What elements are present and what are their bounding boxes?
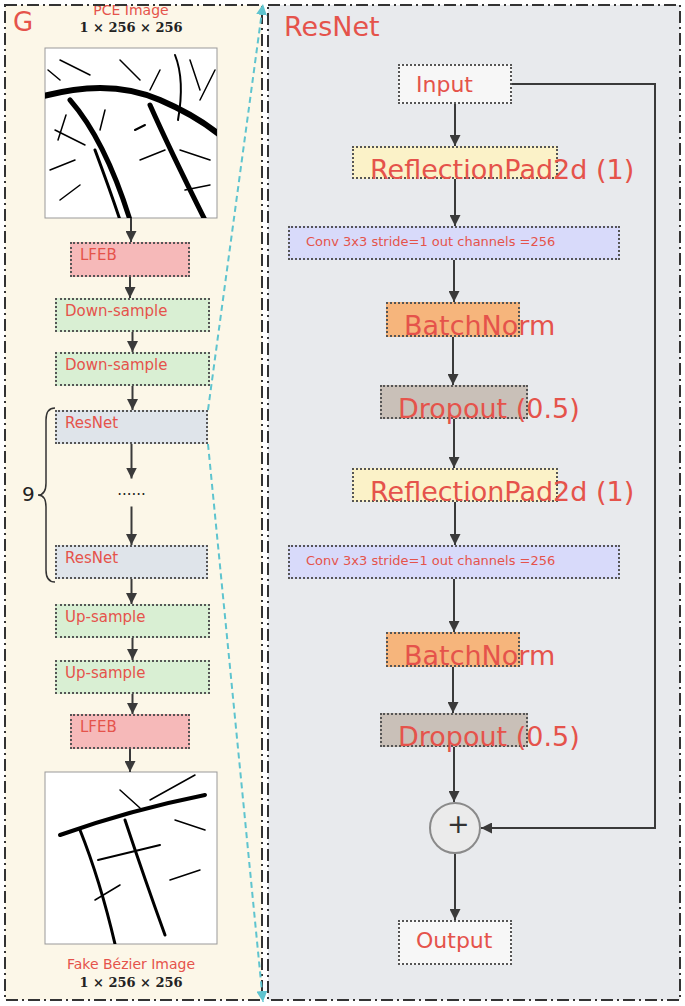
input-box: Input	[398, 64, 512, 104]
lfeb-block: LFEB	[70, 242, 190, 277]
flow-arrow	[453, 579, 455, 632]
batchnorm-layer: BatchNorm	[386, 632, 520, 667]
node-label: ReflectionPad2d (1)	[370, 154, 634, 185]
flow-arrow	[129, 277, 131, 298]
conv-layer: Conv 3x3 stride=1 out channels =256	[288, 545, 620, 579]
downsample-block: Down-sample	[55, 352, 210, 386]
node-label: Conv 3x3 stride=1 out channels =256	[306, 234, 555, 249]
node-label: ResNet	[65, 549, 118, 567]
node-label: ReflectionPad2d (1)	[370, 476, 634, 507]
resnet-panel: ResNetInputReflectionPad2d (1) Conv 3x3 s…	[268, 5, 680, 1000]
flow-arrow	[130, 218, 132, 242]
flow-arrow	[453, 419, 455, 468]
lfeb-block: LFEB	[70, 714, 190, 749]
node-label: Dropout (0.5)	[398, 393, 580, 424]
pad-layer: ReflectionPad2d (1)	[352, 468, 558, 502]
panel-border	[5, 5, 262, 1000]
upsample-block: Up-sample	[55, 604, 210, 638]
output-box: Output	[398, 920, 512, 965]
node-label: BatchNorm	[404, 640, 555, 671]
flow-arrow	[132, 638, 134, 660]
node-label: Dropout (0.5)	[398, 721, 580, 752]
dropout-layer: Dropout (0.5)	[380, 385, 528, 419]
pad-layer: ReflectionPad2d (1)	[352, 146, 558, 179]
repeat-count: 9	[22, 482, 35, 506]
flow-arrow	[454, 179, 456, 226]
skip-connection	[481, 84, 655, 828]
node-label: ResNet	[284, 11, 380, 42]
flow-arrow	[132, 694, 134, 714]
batchnorm-layer: BatchNorm	[386, 302, 520, 337]
flow-arrow	[454, 104, 456, 146]
flow-arrow-segment	[131, 444, 133, 479]
flow-arrow	[453, 747, 455, 802]
node-label: Conv 3x3 stride=1 out channels =256	[306, 553, 555, 568]
flow-arrow	[452, 667, 454, 713]
dropout-layer: Dropout (0.5)	[380, 713, 528, 747]
conv-layer: Conv 3x3 stride=1 out channels =256	[288, 226, 620, 260]
node-label: Up-sample	[65, 664, 145, 682]
node-label: Down-sample	[65, 302, 167, 320]
node-label: Output	[416, 928, 492, 953]
flow-arrow	[452, 337, 454, 385]
resnet-block: ResNet	[55, 410, 208, 444]
bezier-image	[45, 772, 217, 944]
node-label: ResNet	[65, 414, 118, 432]
downsample-block: Down-sample	[55, 298, 210, 332]
zoom-line	[208, 4, 263, 410]
resnet-block: ResNet	[55, 545, 208, 579]
flow-arrow	[453, 260, 455, 302]
flow-arrow	[129, 749, 131, 772]
crack-image	[44, 48, 220, 220]
flow-arrow-segment	[131, 507, 133, 546]
node-label: Input	[416, 72, 473, 97]
flow-arrow	[454, 502, 456, 545]
edge-label: ......	[117, 481, 146, 499]
flow-arrow	[132, 386, 134, 410]
node-label: G	[13, 7, 33, 37]
node-label: LFEB	[80, 718, 117, 736]
flow-arrow	[132, 332, 134, 352]
node-label: LFEB	[80, 246, 117, 264]
flow-arrow	[131, 579, 133, 604]
flow-arrow	[131, 444, 132, 545]
upsample-block: Up-sample	[55, 660, 210, 694]
add-node: +	[429, 802, 481, 854]
node-label: +	[447, 807, 470, 841]
flow-arrow	[454, 854, 456, 920]
node-label: Up-sample	[65, 608, 145, 626]
zoom-line	[208, 444, 263, 1002]
panel-border	[268, 5, 680, 1000]
node-label: Down-sample	[65, 356, 167, 374]
node-label: BatchNorm	[404, 310, 555, 341]
node-label: Fake Bézier Image	[15, 956, 247, 972]
node-sublabel: 1 × 256 × 256	[15, 20, 247, 35]
node-sublabel: 1 × 256 × 256	[15, 975, 247, 990]
repeat-brace	[38, 408, 55, 582]
